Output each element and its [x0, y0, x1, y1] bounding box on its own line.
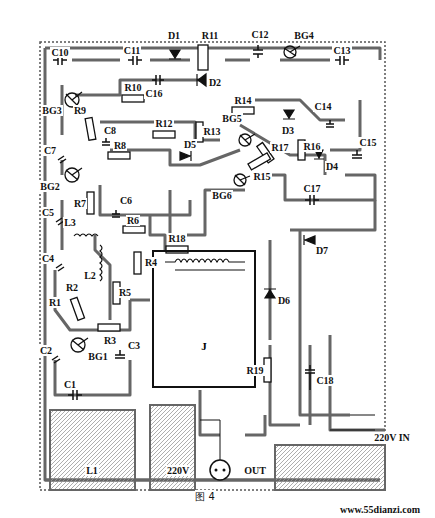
part-label: R5 [118, 287, 132, 298]
part-label: C4 [41, 253, 55, 264]
part-label: C18 [315, 375, 334, 386]
part-label: R16 [302, 141, 321, 152]
part-label: BG1 [87, 351, 108, 362]
part-label: L3 [63, 217, 77, 228]
part-label: R3 [103, 335, 117, 346]
part-label: C10 [50, 47, 69, 58]
part-label: BG2 [39, 181, 60, 192]
part-label: BG3 [41, 105, 62, 116]
part-label: D3 [281, 125, 295, 136]
part-label: R8 [113, 140, 127, 151]
part-label: www.55dianzi.com [339, 504, 421, 515]
part-label: R15 [252, 171, 271, 182]
part-label: D1 [167, 30, 181, 41]
part-label: C1 [63, 379, 77, 390]
part-label: C14 [313, 101, 332, 112]
part-label: R9 [73, 105, 87, 116]
part-label: R6 [126, 215, 140, 226]
part-label: BG4 [293, 30, 314, 41]
part-label: R10 [123, 82, 142, 93]
part-label: D4 [325, 161, 339, 172]
part-label: C5 [41, 207, 55, 218]
part-label: R13 [202, 126, 221, 137]
part-label: C15 [358, 137, 377, 148]
part-label: L1 [85, 465, 99, 476]
relay-box: J [152, 250, 256, 388]
part-label: 220V IN [373, 432, 411, 443]
part-label: C7 [43, 145, 57, 156]
part-label: R14 [233, 95, 252, 106]
part-label: D7 [315, 245, 329, 256]
part-label: R4 [144, 257, 158, 268]
part-label: D2 [208, 77, 222, 88]
part-label: C8 [103, 125, 117, 136]
part-label: D5 [183, 139, 197, 150]
part-label: R18 [167, 233, 186, 244]
figure-caption: 图 4 [195, 490, 215, 504]
part-label: OUT [243, 465, 267, 476]
part-label: D6 [277, 295, 291, 306]
part-label: BG6 [211, 190, 232, 201]
relay-label: J [199, 340, 209, 352]
part-label: R2 [65, 282, 79, 293]
part-label: C3 [127, 340, 141, 351]
part-label: C11 [123, 45, 142, 56]
part-label: C2 [39, 345, 53, 356]
part-label: 220V [166, 465, 190, 476]
part-label: R19 [245, 365, 264, 376]
part-label: C16 [144, 88, 163, 99]
part-label: C6 [119, 195, 133, 206]
part-label: L2 [83, 270, 97, 281]
part-label: C12 [250, 29, 269, 40]
part-label: R17 [270, 142, 289, 153]
part-label: R1 [48, 297, 62, 308]
part-label: R11 [201, 30, 220, 41]
part-label: C13 [332, 45, 351, 56]
part-label: C17 [302, 183, 321, 194]
part-label: R7 [73, 198, 87, 209]
part-label: BG5 [221, 113, 242, 124]
part-label: R12 [154, 118, 173, 129]
